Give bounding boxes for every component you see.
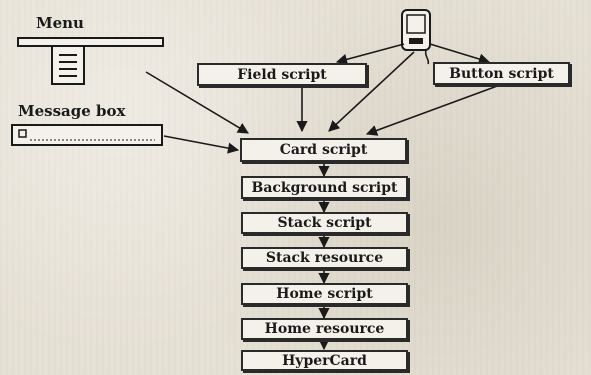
message-box-label: Message box <box>18 102 126 120</box>
arrow-message-box-to-card <box>163 135 240 154</box>
hypercard-box: HyperCard <box>241 350 408 371</box>
menu-label: Menu <box>36 14 84 32</box>
arrow-device-to-field <box>335 43 405 65</box>
home-resource-box: Home resource <box>241 318 408 340</box>
arrow-device-to-card <box>328 51 415 132</box>
stack-resource-box: Stack resource <box>241 247 408 269</box>
input-arrows <box>145 43 501 154</box>
arrow-button-to-card <box>365 84 501 136</box>
field-script-box: Field script <box>197 63 367 86</box>
handheld-device-icon <box>401 9 431 65</box>
menu-icon <box>17 37 164 85</box>
message-box-icon <box>11 124 163 146</box>
home-script-box: Home script <box>241 283 408 305</box>
background-script-box: Background script <box>241 176 408 199</box>
stack-script-box: Stack script <box>241 212 408 234</box>
arrow-menu-to-card <box>145 71 249 134</box>
arrow-device-to-button <box>429 43 491 65</box>
card-script-box: Card script <box>240 138 407 162</box>
button-script-box: Button script <box>433 62 570 85</box>
